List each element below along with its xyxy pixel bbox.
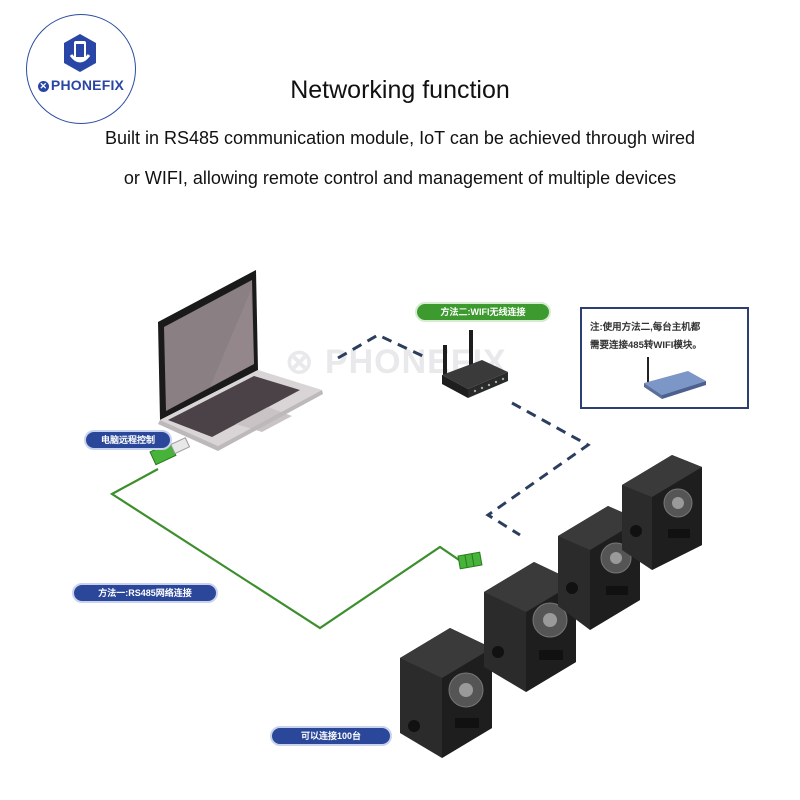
brand-name: PHONEFIX: [50, 77, 125, 93]
max-devices-label: 可以连接100台: [270, 726, 392, 746]
ionizer-fan-device-icon: [622, 455, 702, 570]
note-line-2: 需要连接485转WIFI模块。: [590, 340, 702, 351]
rs485-cable: [109, 468, 463, 630]
usb-rs485-adapter-icon: [149, 437, 191, 466]
ionizer-fan-device-icon: [400, 628, 492, 758]
wifi-link-router-devices: [485, 401, 591, 537]
rs485-connector-icon: [457, 551, 483, 570]
ionizer-fan-device-icon: [484, 562, 576, 692]
rs485-method-label: 方法一:RS485网络连接: [72, 583, 218, 603]
wifi-method-label: 方法二:WIFI无线连接: [415, 302, 551, 322]
wifi-router-icon: [442, 330, 508, 398]
wifi-link-laptop-router: [337, 333, 428, 360]
note-line-1: 注:使用方法二,每台主机都: [590, 322, 701, 333]
pc-remote-control-label: 电脑远程控制: [84, 430, 172, 450]
page-title: Networking function: [290, 76, 510, 104]
logo-text: ✕PHONEFIX: [33, 77, 129, 93]
x-circle-icon: ✕: [37, 81, 49, 92]
phone-wrench-hexagon-icon: [64, 34, 96, 72]
laptop-icon: [158, 270, 323, 451]
phonefix-logo: ✕PHONEFIX: [26, 14, 136, 124]
subtitle-line-1: Built in RS485 communication module, IoT…: [104, 128, 695, 148]
wifi-module-icon: [644, 357, 706, 399]
wifi-module-note: 注:使用方法二,每台主机都 需要连接485转WIFI模块。: [580, 307, 749, 409]
subtitle-line-2: or WIFI, allowing remote control and man…: [123, 168, 677, 188]
